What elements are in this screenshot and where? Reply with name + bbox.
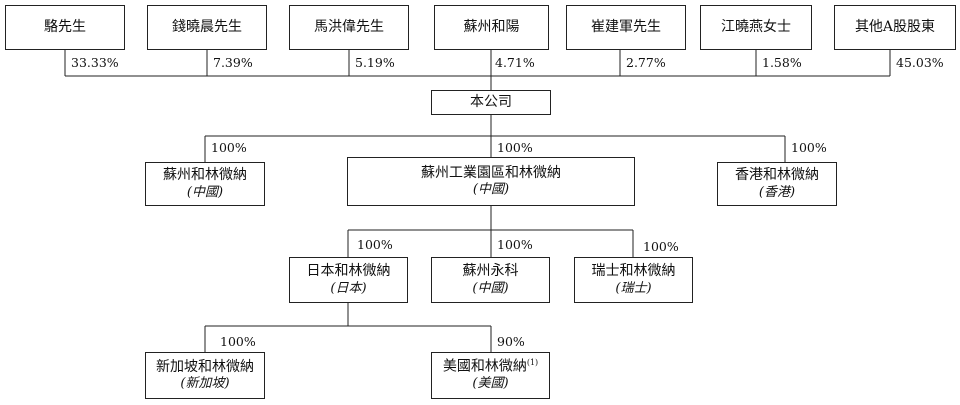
shareholder-box: 蘇州和陽 bbox=[434, 5, 549, 50]
ownership-percentage: 100% bbox=[211, 140, 247, 155]
shareholder-name: 錢曉晨先生 bbox=[172, 18, 242, 35]
subsidiary-box: 瑞士和林微納 (瑞士) bbox=[574, 257, 693, 303]
ownership-percentage: 100% bbox=[497, 237, 533, 252]
shareholder-box: 馬洪偉先生 bbox=[289, 5, 409, 50]
subsidiary-box: 美國和林微納(1) (美國) bbox=[431, 352, 550, 399]
footnote-marker: (1) bbox=[526, 358, 539, 368]
ownership-percentage: 100% bbox=[643, 239, 679, 254]
subsidiary-name: 美國和林微納 bbox=[442, 358, 527, 375]
shareholder-box: 江曉燕女士 bbox=[700, 5, 812, 50]
shareholder-name: 駱先生 bbox=[44, 18, 86, 35]
subsidiary-box: 蘇州永科 (中國) bbox=[431, 257, 550, 303]
shareholding-percentage: 5.19% bbox=[355, 55, 395, 70]
shareholder-name: 其他A股股東 bbox=[854, 18, 936, 35]
shareholding-percentage: 33.33% bbox=[71, 55, 119, 70]
shareholding-percentage: 7.39% bbox=[213, 55, 253, 70]
subsidiary-name: 瑞士和林微納 bbox=[591, 263, 676, 280]
subsidiary-jurisdiction: (日本) bbox=[330, 280, 367, 296]
subsidiary-jurisdiction: (新加坡) bbox=[180, 376, 230, 392]
subsidiary-name: 新加坡和林微納 bbox=[156, 358, 254, 375]
subsidiary-name: 香港和林微納 bbox=[735, 167, 819, 184]
subsidiary-name: 日本和林微納 bbox=[306, 263, 391, 280]
subsidiary-name: 蘇州和林微納 bbox=[163, 167, 247, 184]
subsidiary-jurisdiction: (美國) bbox=[472, 376, 509, 392]
ownership-percentage: 100% bbox=[357, 237, 393, 252]
subsidiary-name: 蘇州永科 bbox=[462, 263, 519, 280]
shareholder-name: 蘇州和陽 bbox=[463, 18, 520, 35]
subsidiary-box: 蘇州工業園區和林微納 (中國) bbox=[347, 157, 635, 206]
subsidiary-box: 新加坡和林微納 (新加坡) bbox=[145, 352, 265, 399]
shareholder-box: 崔建軍先生 bbox=[566, 5, 686, 50]
shareholder-name: 馬洪偉先生 bbox=[314, 18, 384, 35]
subsidiary-jurisdiction: (瑞士) bbox=[615, 280, 652, 296]
company-box: 本公司 bbox=[431, 90, 551, 115]
subsidiary-jurisdiction: (中國) bbox=[186, 184, 224, 200]
subsidiary-box: 日本和林微納 (日本) bbox=[289, 257, 408, 303]
shareholder-name: 崔建軍先生 bbox=[591, 18, 661, 35]
shareholding-percentage: 2.77% bbox=[626, 55, 666, 70]
subsidiary-jurisdiction: (中國) bbox=[472, 182, 510, 198]
company-name: 本公司 bbox=[470, 93, 512, 110]
shareholder-box: 錢曉晨先生 bbox=[147, 5, 267, 50]
shareholding-percentage: 45.03% bbox=[896, 55, 944, 70]
ownership-percentage: 100% bbox=[497, 140, 533, 155]
subsidiary-name-line: 美國和林微納(1) bbox=[443, 358, 538, 376]
ownership-percentage: 100% bbox=[791, 140, 827, 155]
subsidiary-jurisdiction: (中國) bbox=[472, 280, 509, 296]
ownership-percentage: 100% bbox=[220, 334, 256, 349]
ownership-percentage: 90% bbox=[497, 334, 525, 349]
shareholder-name: 江曉燕女士 bbox=[721, 18, 791, 35]
subsidiary-jurisdiction: (香港) bbox=[758, 184, 796, 200]
subsidiary-name: 蘇州工業園區和林微納 bbox=[421, 164, 561, 181]
shareholder-box: 其他A股股東 bbox=[834, 5, 956, 50]
shareholder-box: 駱先生 bbox=[5, 5, 125, 50]
subsidiary-box: 蘇州和林微納 (中國) bbox=[145, 162, 265, 206]
subsidiary-box: 香港和林微納 (香港) bbox=[717, 162, 837, 206]
shareholding-percentage: 1.58% bbox=[762, 55, 802, 70]
shareholding-percentage: 4.71% bbox=[495, 55, 535, 70]
